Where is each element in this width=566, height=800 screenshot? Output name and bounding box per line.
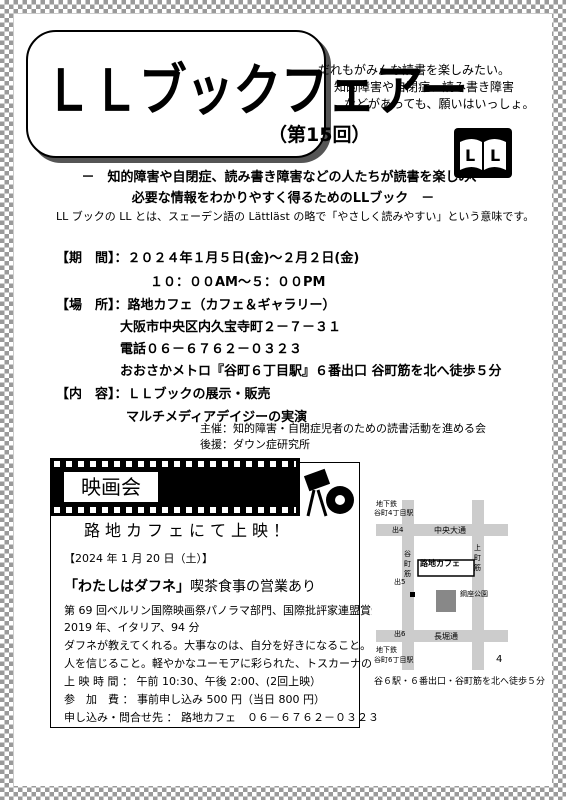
intro-line: － 知的障害や自閉症、読み書き障害などの人たちが読書を楽しみ、: [81, 170, 485, 185]
phone: 電話０６－６７６２－０３２３: [120, 342, 303, 357]
showtime: 上 映 時 間 ： 午前 10:30、午後 2:00、(2回上映）: [64, 673, 321, 689]
support: 後援：ダウン症研究所: [200, 438, 310, 451]
host: 主催：知的障害・自閉症児者のための読書活動を進める会: [200, 422, 486, 435]
movie-info: 2019 年、イタリア、94 分: [64, 621, 200, 634]
place-value: 路地カフェ（カフェ＆ギャラリー）: [127, 298, 336, 313]
svg-text:町: 町: [474, 554, 481, 562]
cafe-box: [417, 559, 475, 577]
svg-text:長堀通: 長堀通: [434, 631, 458, 641]
contact: 申し込み・問合せ先 ： 路地カフェ ０６－６７６２－０３２３: [64, 709, 379, 725]
period-value: ２０２４年１月５日(金)～２月２日(金): [127, 251, 360, 266]
description-line: 人を信じること。軽やかなユーモアに彩られた、トスカーナの旅。: [64, 657, 394, 670]
access: おおさかメトロ『谷町６丁目駅』６番出口 谷町筋を北へ徒歩５分: [120, 364, 502, 379]
svg-text:筋: 筋: [404, 569, 411, 578]
svg-text:路地カフェ: 路地カフェ: [420, 558, 460, 568]
place: 【場 所】：路地カフェ（カフェ＆ギャラリー）: [56, 294, 336, 313]
ll-note: LL ブックの LL とは、スェーデン語の Lättläst の略で「やさしく読…: [56, 210, 535, 223]
edition-label: （第15回）: [268, 124, 371, 146]
svg-text:上: 上: [474, 543, 481, 552]
svg-text:地下鉄: 地下鉄: [376, 645, 397, 654]
svg-text:出4: 出4: [392, 525, 404, 534]
content: 【内 容】：ＬＬブックの展示・販売: [56, 383, 271, 402]
contact-value: 路地カフェ ０６－６７６２－０３２３: [181, 711, 379, 724]
svg-text:鋼座公園: 鋼座公園: [460, 589, 488, 598]
award: 第 69 回ベルリン国際映画祭パノラマ部門、国際批評家連盟賞受賞: [64, 604, 393, 617]
svg-text:出5: 出5: [394, 577, 405, 586]
tagline-line: だれもがみんな読書を楽しみたい。: [318, 63, 511, 77]
svg-text:中央大通: 中央大通: [434, 525, 466, 535]
svg-text:谷町6丁目駅: 谷町6丁目駅: [374, 655, 413, 664]
address: 大阪市中央区内久宝寺町２－７－３１: [120, 320, 342, 335]
film-date: 【2024 年 1 月 20 日（土）】: [64, 552, 213, 565]
content-value: ＬＬブックの展示・販売: [127, 387, 271, 402]
movie-line: 「わたしはダフネ」喫茶食事の営業あり: [64, 576, 316, 596]
tagline: だれもがみんな読書を楽しみたい。 知的障害や自閉症、読み書き障害 などがあっても…: [318, 62, 534, 113]
tagline-line: などがあっても、願いはいっしょ。: [344, 97, 535, 111]
svg-text:出6: 出6: [394, 629, 406, 638]
svg-text:地下鉄: 地下鉄: [376, 500, 397, 508]
time-value: １０：００AM～５：００PM: [150, 275, 326, 290]
projector-icon: [300, 466, 356, 520]
title-frame: [26, 30, 326, 158]
svg-text:谷: 谷: [404, 549, 411, 558]
map-caption: 谷６駅・６番出口・谷町筋を北へ徒歩５分: [374, 677, 546, 687]
content-value-2: マルチメディアデイジーの実演: [126, 410, 308, 425]
svg-text:L: L: [465, 146, 475, 165]
period: 【期 間】：２０２４年１月５日(金)～２月２日(金): [56, 247, 359, 266]
film-label: 映画会: [62, 470, 160, 504]
content-label: 【内 容】：: [56, 387, 128, 402]
page-title: ＬＬブックフェアー: [44, 59, 468, 124]
place-label: 【場 所】：: [56, 298, 128, 313]
cafe-marker: [410, 592, 415, 597]
description-line: ダフネが教えてくれる。大事なのは、自分を好きになること。: [64, 639, 372, 652]
svg-text:L: L: [490, 146, 500, 165]
cafe-note: 喫茶食事の営業あり: [190, 579, 316, 595]
svg-text:町: 町: [404, 560, 411, 568]
showtime-value: 午前 10:30、午後 2:00、(2回上映）: [136, 675, 322, 688]
park-block: [436, 590, 456, 612]
ll-book-logo-icon: L L: [454, 128, 512, 178]
fee: 参 加 費 ： 事前申し込み 500 円（当日 800 円）: [64, 691, 325, 707]
tagline-line: 知的障害や自閉症、読み書き障害: [334, 80, 515, 94]
svg-text:谷町4丁目駅: 谷町4丁目駅: [374, 508, 413, 517]
fee-label: 参 加 費 ：: [64, 693, 134, 706]
period-label: 【期 間】：: [56, 251, 128, 266]
access-map: 地下鉄 谷町4丁目駅 出4 中央大通 路地カフェ 鋼座公園 出5 長堀通 出6 …: [372, 500, 512, 670]
screening-text: 路地カフェにて上映！: [84, 521, 295, 540]
film-strip: [50, 458, 300, 516]
svg-text:筋: 筋: [474, 563, 481, 572]
showtime-label: 上 映 時 間 ：: [64, 675, 133, 688]
fee-value: 事前申し込み 500 円（当日 800 円）: [137, 693, 325, 706]
movie-title: 「わたしはダフネ」: [64, 579, 190, 595]
svg-text:4: 4: [496, 654, 502, 665]
contact-label: 申し込み・問合せ先 ：: [64, 711, 178, 724]
intro-line: 必要な情報をわかりやすく得るためのLLブック －: [131, 191, 435, 206]
